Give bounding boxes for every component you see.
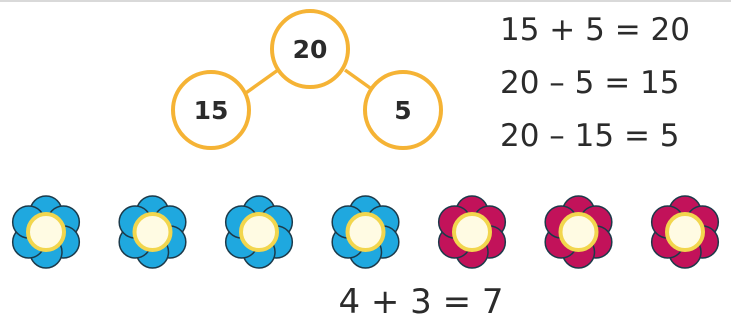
flower-center bbox=[665, 212, 705, 252]
flower-center bbox=[26, 212, 66, 252]
red-flower bbox=[544, 195, 613, 269]
flower-center bbox=[239, 212, 279, 252]
flower-center bbox=[132, 212, 173, 252]
part-right-value: 5 bbox=[394, 96, 411, 125]
blue-flower bbox=[331, 195, 400, 269]
fact-family-equations: 15 + 5 = 20 20 – 5 = 15 20 – 15 = 5 bbox=[500, 12, 690, 154]
flower-center bbox=[345, 212, 386, 252]
blue-flower bbox=[118, 195, 187, 269]
whole-circle: 20 bbox=[270, 9, 350, 89]
blue-flower bbox=[224, 195, 294, 269]
flower-center bbox=[558, 212, 599, 252]
equation-1: 15 + 5 = 20 bbox=[500, 12, 690, 48]
bottom-equation: 4 + 3 = 7 bbox=[338, 282, 503, 322]
equation-2: 20 – 5 = 15 bbox=[500, 65, 680, 101]
whole-value: 20 bbox=[293, 35, 328, 64]
connector-left bbox=[241, 68, 280, 97]
part-right-circle: 5 bbox=[363, 70, 443, 150]
part-left-value: 15 bbox=[194, 96, 229, 125]
equation-3: 20 – 15 = 5 bbox=[500, 118, 680, 154]
flowers-row bbox=[11, 195, 720, 269]
part-left-circle: 15 bbox=[171, 70, 251, 150]
flower-center bbox=[452, 212, 492, 252]
red-flower bbox=[650, 195, 720, 269]
blue-flower bbox=[11, 195, 81, 269]
red-flower bbox=[437, 195, 507, 269]
